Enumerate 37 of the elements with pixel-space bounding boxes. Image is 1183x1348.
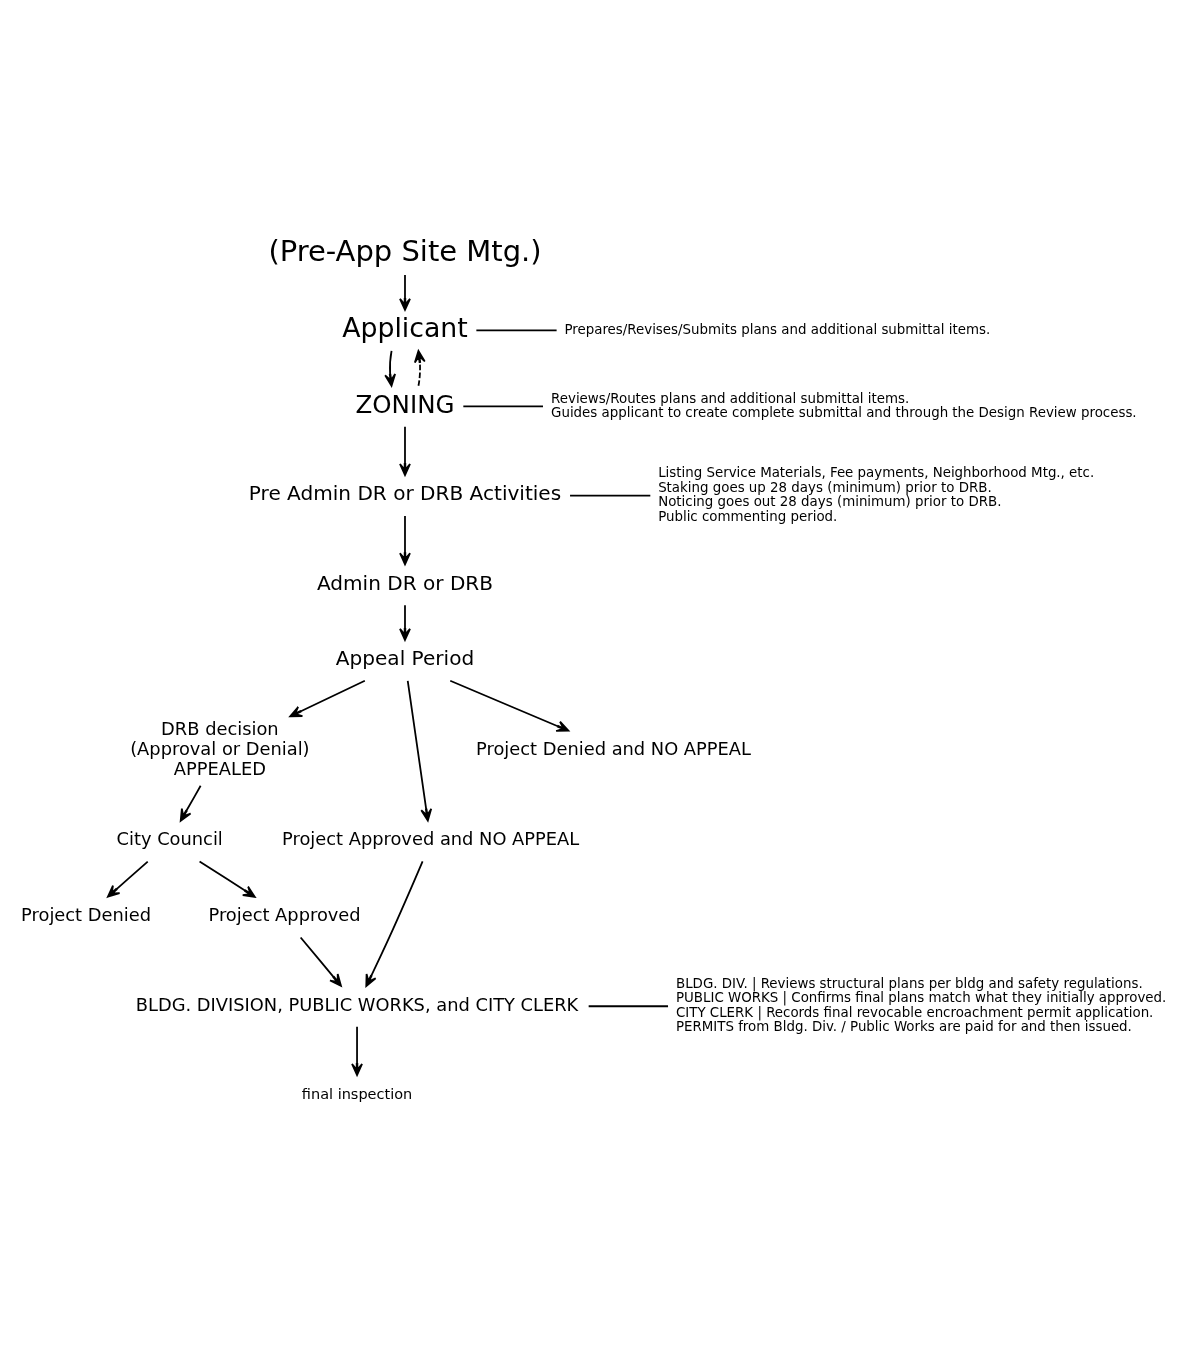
node-text: Listing Service Materials, Fee payments, Neighborhood Mtg., etc. Staking goes up 28 days (minimum) prior to DRB. Noticing goes out 28 days (minimum) prior to DRB. Public commenting period. (658, 464, 1095, 524)
arrow (413, 349, 426, 387)
node-text: final inspection (301, 1085, 413, 1102)
node-text: Applicant (342, 311, 468, 343)
node-text: Project Approved and NO APPEAL (282, 827, 580, 849)
arrow (399, 603, 411, 641)
node-text: Prepares/Revises/Submits plans and additional submittal items. (564, 321, 991, 337)
arrow (384, 349, 396, 387)
arrow (399, 514, 411, 565)
arrow (299, 936, 342, 987)
node-text: Appeal Period (335, 645, 475, 670)
node-text: Project Denied and NO APPEAL (476, 737, 751, 759)
connector (569, 494, 652, 496)
node-text: (Pre-App Site Mtg.) (268, 233, 542, 268)
node-text: BLDG. DIVISION, PUBLIC WORKS, and CITY CLERK (135, 992, 579, 1014)
arrow (399, 273, 411, 311)
connector (462, 404, 544, 407)
arrow (406, 679, 433, 821)
node-text: Project Approved (208, 903, 361, 925)
arrow (198, 860, 256, 898)
arrow (351, 1025, 363, 1076)
node-text: ZONING (355, 389, 455, 419)
node-text: Admin DR or DRB (316, 570, 494, 595)
arrow (399, 425, 411, 476)
arrow (179, 784, 202, 822)
arrow (289, 679, 366, 717)
arrow (365, 859, 424, 987)
node-text: Pre Admin DR or DRB Activities (248, 480, 562, 505)
node-text: Reviews/Routes plans and additional submittal items. Guides applicant to create complete submittal and through the Design Review process. (551, 390, 1137, 420)
arrow (449, 679, 570, 732)
node-text: City Council (116, 827, 223, 849)
node-text: DRB decision (Approval or Denial) APPEALED (130, 717, 310, 779)
node-text: Project Denied (21, 903, 152, 925)
node-text: BLDG. DIV. | Reviews structural plans per bldg and safety regulations. PUBLIC WORKS | Confirms final plans match what they initially approved. CITY CLERK | Records final revocable encroachment permit application. PERMITS from Bldg. Div. / Public Works are paid for and then issued. (675, 975, 1167, 1034)
connector (587, 1004, 669, 1007)
connector (475, 329, 558, 331)
arrow (107, 860, 149, 898)
